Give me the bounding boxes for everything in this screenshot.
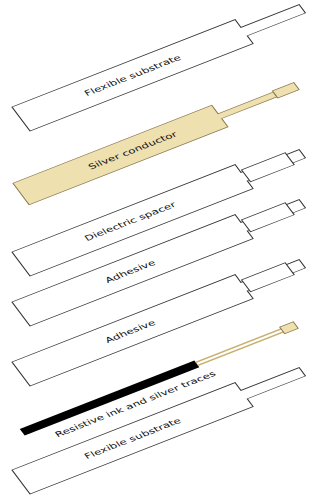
layer-label: Flexible substrate [83, 53, 183, 97]
vent-window [242, 203, 295, 232]
layer-label: Silver conductor [87, 130, 179, 171]
layer-label: Adhesive [103, 318, 157, 344]
spacer-outline [12, 252, 311, 386]
layer-strip: Flexible substrate [12, 0, 311, 131]
substrate-outline [12, 360, 311, 494]
label-holder: Flexible substrate [12, 383, 253, 494]
layer-label: Dielectric spacer [83, 200, 178, 242]
silver-trace [196, 324, 295, 365]
layer-label: Flexible substrate [83, 416, 183, 460]
layer-label: Adhesive [103, 258, 157, 284]
contact-pad [280, 322, 299, 334]
substrate-outline [12, 0, 311, 131]
vent-window [242, 263, 295, 292]
vent-window [242, 153, 295, 182]
contact-pad [272, 82, 299, 98]
